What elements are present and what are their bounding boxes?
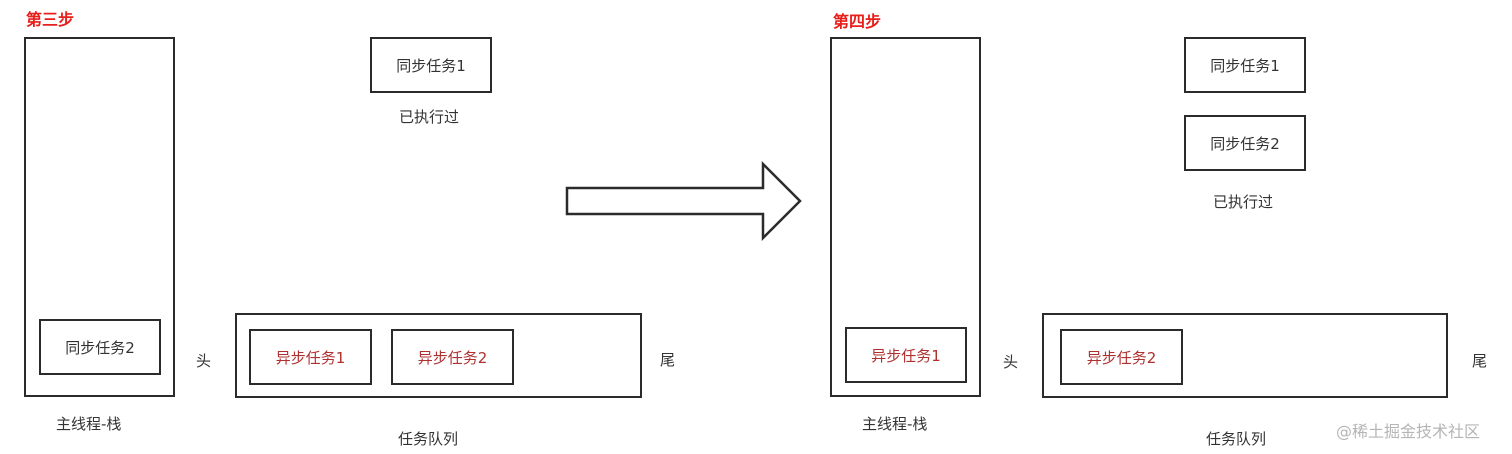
step4-queue-label: 任务队列 <box>1206 430 1267 448</box>
step4-stack-task: 异步任务1 <box>845 327 967 383</box>
step3-stack-label: 主线程-栈 <box>56 415 122 433</box>
step3-queue-label: 任务队列 <box>398 430 459 448</box>
step3-queue-task: 异步任务1 <box>249 329 372 385</box>
step4-executed-label: 已执行过 <box>1213 193 1274 211</box>
step3-executed-task: 同步任务1 <box>370 37 492 93</box>
step3-stack-task: 同步任务2 <box>39 319 161 375</box>
step3-queue-head-label: 头 <box>196 352 212 370</box>
step4-queue-tail-label: 尾 <box>1472 352 1488 370</box>
step4-queue-task: 异步任务2 <box>1060 329 1183 385</box>
step4-executed-task: 同步任务1 <box>1184 37 1306 93</box>
step4-executed-task: 同步任务2 <box>1184 115 1306 171</box>
step3-queue-tail-label: 尾 <box>660 351 676 369</box>
step4-queue-head-label: 头 <box>1003 353 1019 371</box>
step4-title: 第四步 <box>833 12 882 31</box>
right-arrow-icon <box>565 160 802 242</box>
step3-title: 第三步 <box>26 10 75 29</box>
step4-stack-label: 主线程-栈 <box>862 415 928 433</box>
watermark: @稀土掘金技术社区 <box>1336 422 1481 441</box>
step3-queue-task: 异步任务2 <box>391 329 514 385</box>
step3-executed-label: 已执行过 <box>399 108 460 126</box>
